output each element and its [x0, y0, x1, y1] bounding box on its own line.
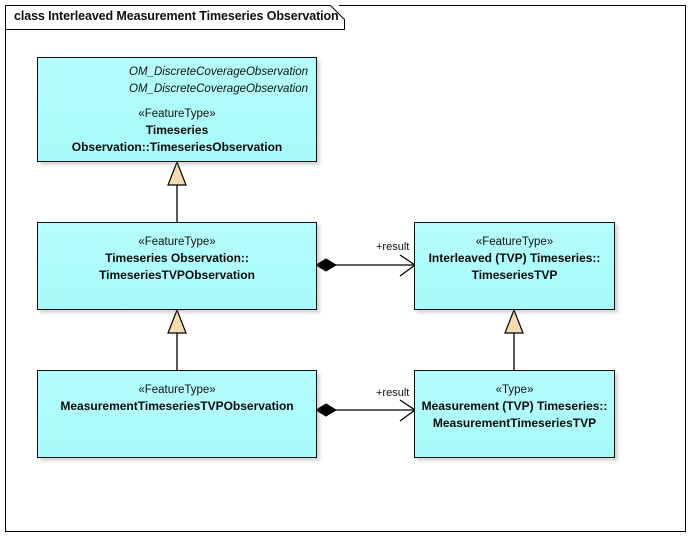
class-stereotype: «Type» [495, 384, 534, 396]
class-name-line-1: MeasurementTimeseriesTVPObservation [60, 399, 294, 413]
diagram-title: class Interleaved Measurement Timeseries… [14, 9, 339, 23]
title-tab-shape [5, 5, 345, 30]
generalization-mtvpobservation-to-tvpobservation[interactable] [167, 308, 187, 370]
generalization-tvpobservation-to-observation[interactable] [167, 160, 187, 222]
diagram-title-tab: class Interleaved Measurement Timeseries… [5, 5, 345, 30]
class-name-line-1: Timeseries Observation:: [105, 251, 249, 265]
diagram-frame [5, 5, 686, 532]
class-name-line-1: Interleaved (TVP) Timeseries:: [428, 251, 601, 265]
spacer [38, 98, 316, 106]
class-name-line-1: Measurement (TVP) Timeseries:: [421, 399, 608, 413]
class-name-line-2: TimeseriesTVPObservation [99, 268, 255, 282]
class-stereotype: «FeatureType» [475, 236, 554, 248]
class-box-timeseries-observation[interactable]: OM_DiscreteCoverageObservation OM_Discre… [37, 57, 317, 162]
class-box-measurement-timeseries-tvp-observation[interactable]: «FeatureType» MeasurementTimeseriesTVPOb… [37, 370, 317, 458]
class-supertype-1: OM_DiscreteCoverageObservation [129, 66, 308, 78]
class-stereotype: «FeatureType» [138, 384, 216, 396]
class-stereotype: «FeatureType» [138, 236, 216, 248]
class-name-line-2: TimeseriesTVP [471, 268, 558, 282]
class-name-line-1: Timeseries Observation::TimeseriesObserv… [71, 123, 283, 154]
composition-tvpobservation-result-tvp[interactable] [315, 254, 417, 277]
class-name-line-2: MeasurementTimeseriesTVP [432, 416, 597, 430]
class-box-timeseries-tvp[interactable]: «FeatureType» Interleaved (TVP) Timeseri… [414, 222, 615, 310]
class-stereotype: «FeatureType» [138, 108, 216, 120]
association-label-result-lower: +result [376, 387, 410, 399]
composition-mtvpobservation-result-mtvp[interactable] [315, 399, 417, 422]
class-box-timeseries-tvp-observation[interactable]: «FeatureType» Timeseries Observation:: T… [37, 222, 317, 310]
association-label-result-upper: +result [376, 241, 410, 253]
class-supertype-2: OM_DiscreteCoverageObservation [129, 83, 308, 95]
generalization-mtvp-to-tvp[interactable] [504, 308, 524, 370]
class-box-measurement-timeseries-tvp[interactable]: «Type» Measurement (TVP) Timeseries:: Me… [414, 370, 615, 458]
